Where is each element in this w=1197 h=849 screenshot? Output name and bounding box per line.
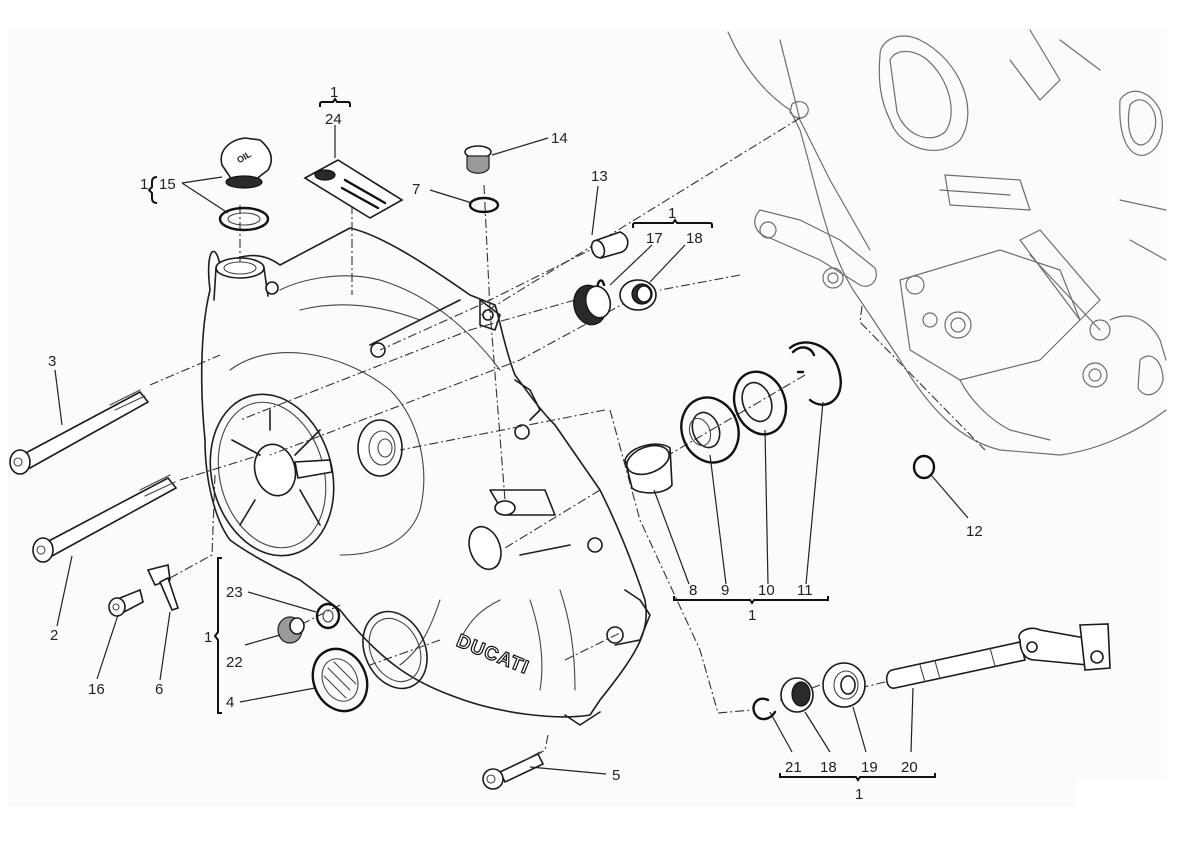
spring-and-bushing: [573, 279, 657, 326]
label-19: 19: [861, 759, 878, 776]
label-18-lower: 18: [820, 759, 837, 776]
seal-stack: [624, 341, 842, 494]
clip-6: [146, 564, 180, 611]
label-23: 23: [226, 584, 243, 601]
label-1-shift: 1: [855, 786, 863, 803]
label-22: 22: [226, 654, 243, 671]
label-13: 13: [591, 168, 608, 185]
label-5: 5: [612, 767, 620, 784]
label-1-cap: 1: [140, 176, 148, 193]
decal-label: [303, 159, 404, 219]
sealing-washer: [468, 196, 500, 214]
label-6: 6: [155, 681, 163, 698]
label-4: 4: [226, 694, 234, 711]
drain-plug: [464, 145, 500, 214]
bolt-5: [482, 751, 545, 790]
label-17: 17: [646, 230, 663, 247]
diagram-background: [7, 29, 1167, 807]
label-11: 11: [797, 582, 813, 599]
group-brackets: [147, 97, 936, 782]
part-labels: 1 24 1 15 7 14 13 1 17 18 3 2 16 6 1 23 …: [48, 84, 983, 803]
label-24: 24: [325, 111, 342, 128]
screw-16: [108, 588, 144, 617]
label-20: 20: [901, 759, 918, 776]
label-1-left: 1: [204, 629, 212, 646]
label-16: 16: [88, 681, 105, 698]
washer-23: [315, 602, 341, 630]
label-1-top: 1: [330, 84, 338, 101]
long-bolt-2: [32, 474, 178, 563]
oil-cap-o-ring: [218, 206, 270, 232]
label-1-spring: 1: [668, 205, 676, 222]
label-12: 12: [966, 523, 983, 540]
ducati-logo: DUCATI: [453, 631, 532, 679]
label-21: 21: [785, 759, 802, 776]
small-parts-cover-left: [277, 602, 428, 713]
oil-filler-cap: OIL: [218, 137, 273, 232]
crankcase-drawing: [727, 29, 1167, 456]
label-8: 8: [689, 582, 697, 599]
long-bolt-3: [9, 389, 150, 475]
label-1-seals: 1: [748, 607, 756, 624]
label-15: 15: [159, 176, 176, 193]
dowel-pin: [590, 231, 629, 260]
label-2: 2: [50, 627, 58, 644]
background-notch: [1076, 780, 1197, 849]
leader-lines: [54, 125, 969, 775]
label-10: 10: [758, 582, 775, 599]
label-9: 9: [721, 582, 729, 599]
label-3: 3: [48, 353, 56, 370]
inspection-cap-4: [311, 647, 369, 713]
o-ring-12: [912, 454, 936, 480]
label-18-upper: 18: [686, 230, 703, 247]
label-7: 7: [412, 181, 420, 198]
label-14: 14: [551, 130, 568, 147]
shift-shaft-parts: [752, 623, 1111, 721]
